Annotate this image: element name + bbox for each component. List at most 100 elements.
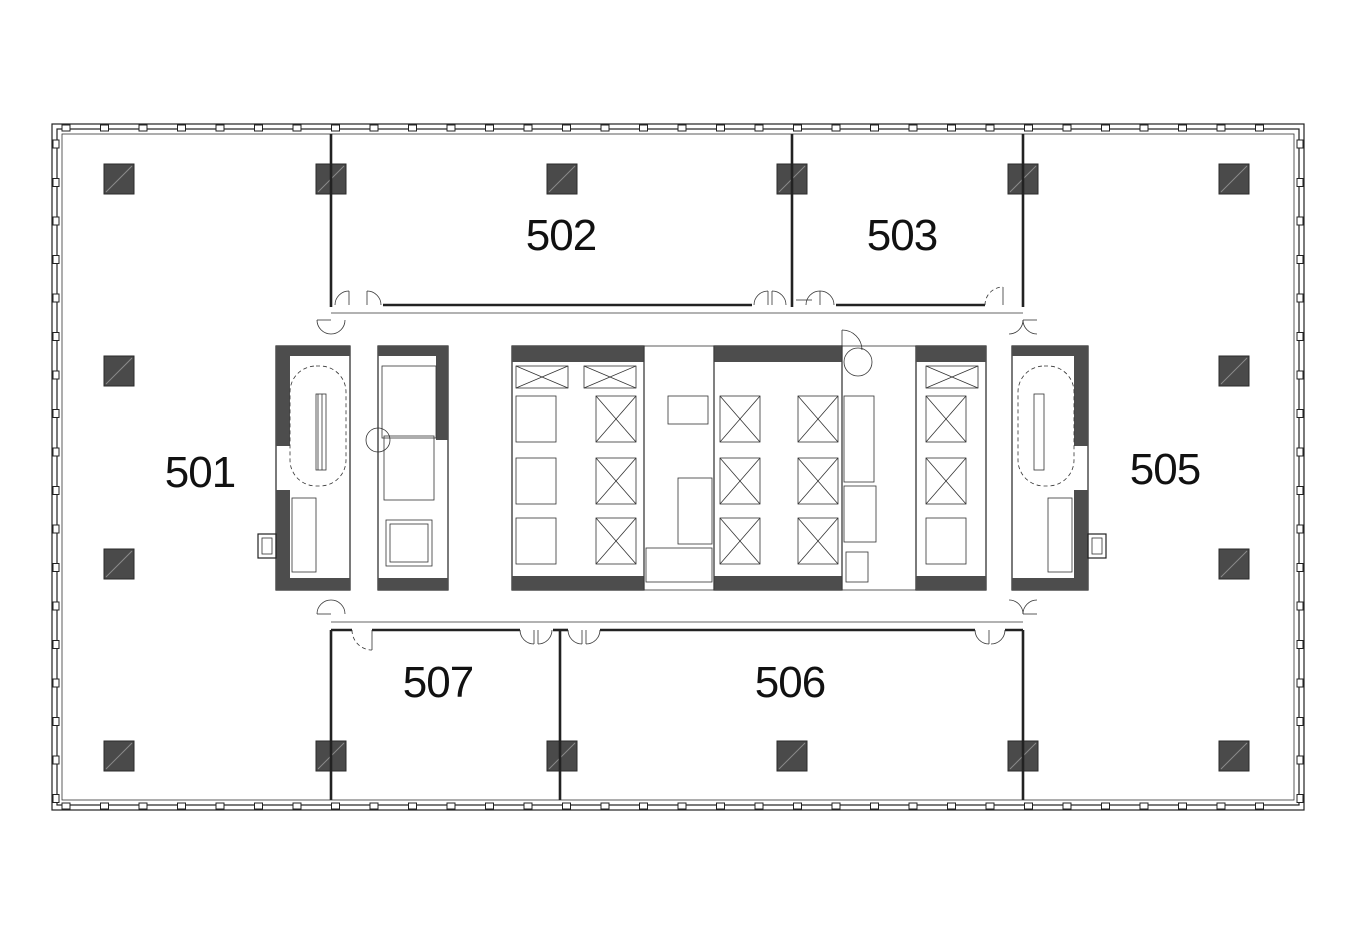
mullion bbox=[215, 802, 225, 810]
lift-car bbox=[595, 395, 637, 443]
mullion bbox=[600, 124, 610, 132]
mullion bbox=[1296, 332, 1304, 341]
mullion bbox=[1062, 124, 1072, 132]
mullion bbox=[908, 124, 918, 132]
lift-cross bbox=[595, 457, 637, 505]
mullion bbox=[1062, 802, 1072, 810]
mullion bbox=[1296, 601, 1304, 611]
mullion bbox=[52, 409, 60, 418]
mullion bbox=[408, 124, 417, 132]
mullion bbox=[677, 124, 687, 132]
unit-label-505: 505 bbox=[1130, 445, 1200, 494]
mullion bbox=[1296, 178, 1304, 187]
lift-cross bbox=[719, 517, 761, 565]
lift-cross bbox=[583, 365, 637, 389]
lift-car bbox=[515, 395, 557, 443]
mullion bbox=[1296, 486, 1304, 495]
lift-cross bbox=[925, 457, 967, 505]
lift-car bbox=[925, 457, 967, 505]
mullion bbox=[870, 124, 879, 132]
mullion bbox=[1139, 124, 1149, 132]
mullion bbox=[138, 124, 148, 132]
mullion bbox=[52, 447, 60, 457]
core-right bbox=[1011, 345, 1107, 591]
unit-label-502: 502 bbox=[526, 211, 596, 260]
column-hatch bbox=[778, 742, 806, 770]
lift-car bbox=[595, 517, 637, 565]
lift-car bbox=[515, 517, 557, 565]
mullion bbox=[1296, 717, 1304, 726]
mullion bbox=[831, 802, 841, 810]
mullion bbox=[52, 178, 60, 187]
mullion bbox=[52, 717, 60, 726]
mullion bbox=[215, 124, 225, 132]
mullion bbox=[947, 802, 956, 810]
mullion bbox=[369, 124, 379, 132]
mullion bbox=[52, 293, 60, 303]
mullion bbox=[908, 802, 918, 810]
mullion bbox=[52, 486, 60, 495]
column-hatch bbox=[1220, 742, 1248, 770]
mullion bbox=[523, 802, 533, 810]
mullion bbox=[1296, 293, 1304, 303]
mullion bbox=[1296, 409, 1304, 418]
mullion bbox=[1216, 124, 1226, 132]
lift-car bbox=[797, 395, 839, 443]
mullion bbox=[446, 802, 456, 810]
mullion bbox=[254, 124, 263, 132]
mullion bbox=[793, 124, 802, 132]
mullion bbox=[985, 802, 995, 810]
lift-car bbox=[515, 457, 557, 505]
mullion bbox=[1296, 447, 1304, 457]
lift-cross bbox=[925, 365, 979, 389]
mullion bbox=[1296, 524, 1304, 534]
mullion bbox=[446, 124, 456, 132]
mullion bbox=[677, 802, 687, 810]
mullion bbox=[369, 802, 379, 810]
mullion bbox=[485, 802, 494, 810]
lift-cross bbox=[925, 395, 967, 443]
lift-cross bbox=[719, 395, 761, 443]
mullion bbox=[52, 755, 60, 765]
outer-wall bbox=[51, 123, 1305, 811]
mullion bbox=[562, 802, 571, 810]
mullion bbox=[1255, 124, 1264, 132]
lift-cross bbox=[797, 395, 839, 443]
partition-walls bbox=[329, 134, 1025, 800]
mullion bbox=[1178, 124, 1187, 132]
mullion bbox=[292, 124, 302, 132]
mullion bbox=[716, 124, 725, 132]
lift-car bbox=[595, 457, 637, 505]
mullion bbox=[1216, 802, 1226, 810]
lift-car bbox=[797, 457, 839, 505]
mullion bbox=[52, 255, 60, 264]
lift-car bbox=[719, 395, 761, 443]
mullion bbox=[52, 794, 60, 803]
mullion bbox=[1296, 794, 1304, 803]
lift-cross bbox=[515, 365, 569, 389]
mullion bbox=[61, 802, 71, 810]
mullion bbox=[1101, 802, 1110, 810]
column-hatch bbox=[105, 357, 133, 385]
lift-car bbox=[515, 365, 569, 389]
lift-car bbox=[925, 365, 979, 389]
window-mullions bbox=[52, 124, 1304, 810]
mullion bbox=[52, 524, 60, 534]
column-hatch bbox=[1220, 550, 1248, 578]
mullion bbox=[52, 640, 60, 649]
mullion bbox=[52, 216, 60, 226]
mullion bbox=[408, 802, 417, 810]
mullion bbox=[754, 124, 764, 132]
doors bbox=[316, 286, 1038, 651]
core-left bbox=[257, 345, 449, 591]
lift-cross bbox=[595, 395, 637, 443]
mullion bbox=[831, 124, 841, 132]
mullion bbox=[177, 802, 186, 810]
mullion bbox=[1139, 802, 1149, 810]
mullion bbox=[485, 124, 494, 132]
mullion bbox=[1178, 802, 1187, 810]
mullion bbox=[52, 370, 60, 380]
lift-cross bbox=[595, 517, 637, 565]
mullion bbox=[177, 124, 186, 132]
